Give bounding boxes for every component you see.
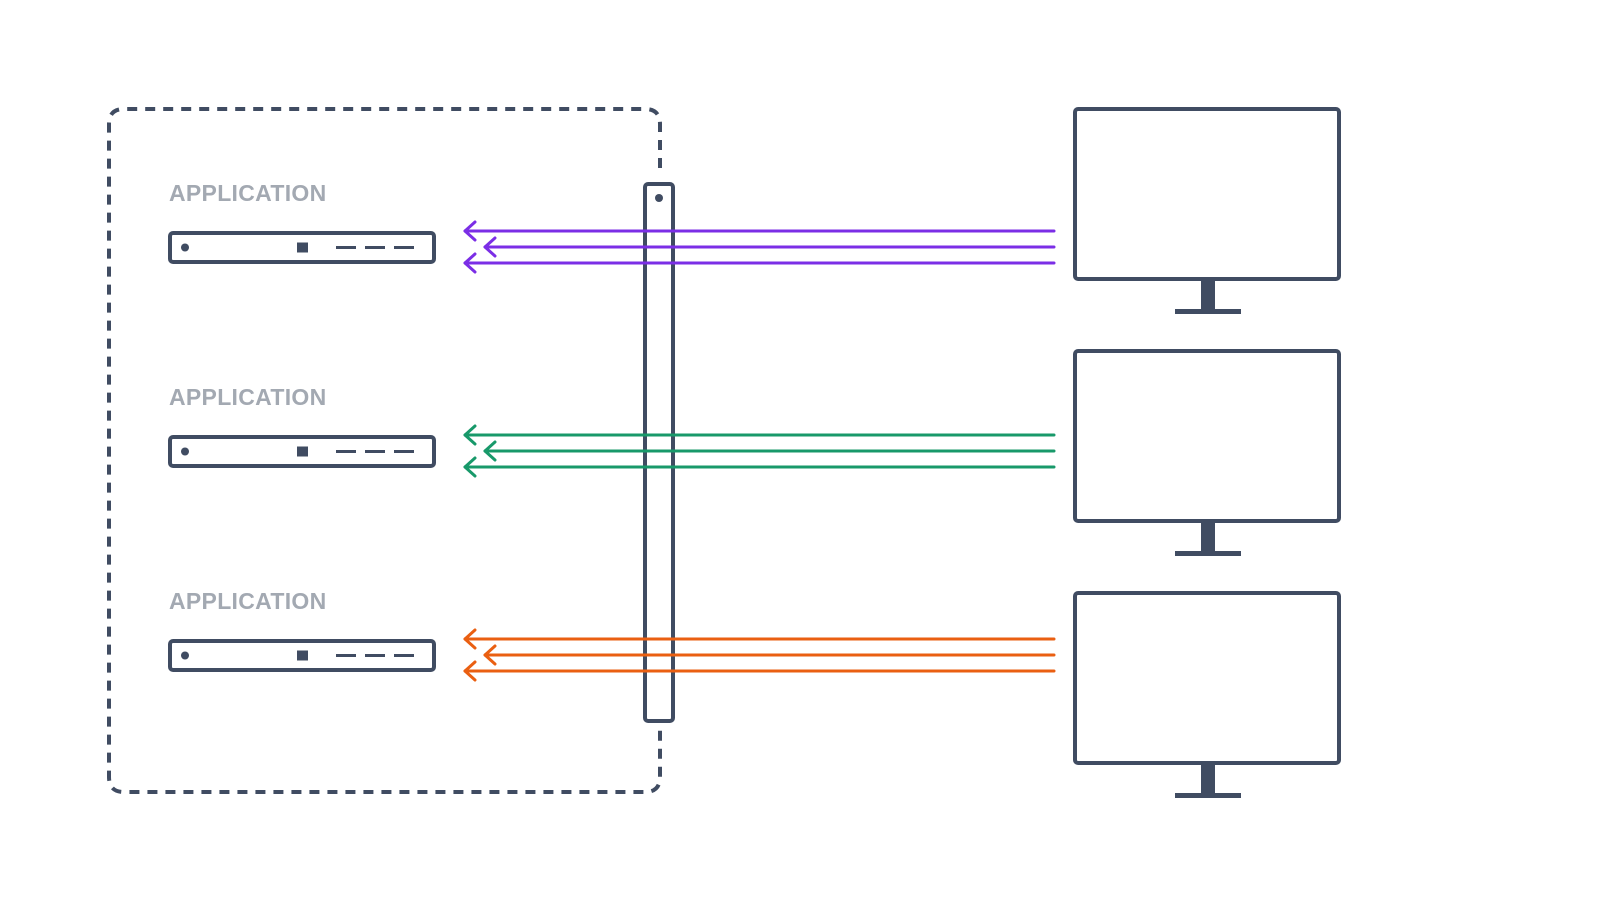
application-group: APPLICATION [168,588,436,672]
application-label: APPLICATION [169,588,326,614]
server-icon [168,639,436,672]
server-icon [168,435,436,468]
request-arrow [463,424,1056,446]
cluster-boundary [107,107,662,794]
request-arrow [463,628,1056,650]
request-arrow [483,440,1056,462]
application-label: APPLICATION [169,180,326,206]
load-balancer-indicator-dot [655,194,663,202]
connection-arrows [463,424,1056,478]
request-arrow [463,456,1056,478]
request-arrow [463,660,1056,682]
monitor-icon [1073,107,1341,314]
request-arrow [483,644,1056,666]
application-label: APPLICATION [169,384,326,410]
server-icon [168,231,436,264]
monitor-icon [1073,349,1341,556]
connection-arrows [463,220,1056,274]
application-group: APPLICATION [168,180,436,264]
monitor-icon [1073,591,1341,798]
connection-arrows [463,628,1056,682]
request-arrow [483,236,1056,258]
request-arrow [463,252,1056,274]
application-group: APPLICATION [168,384,436,468]
request-arrow [463,220,1056,242]
